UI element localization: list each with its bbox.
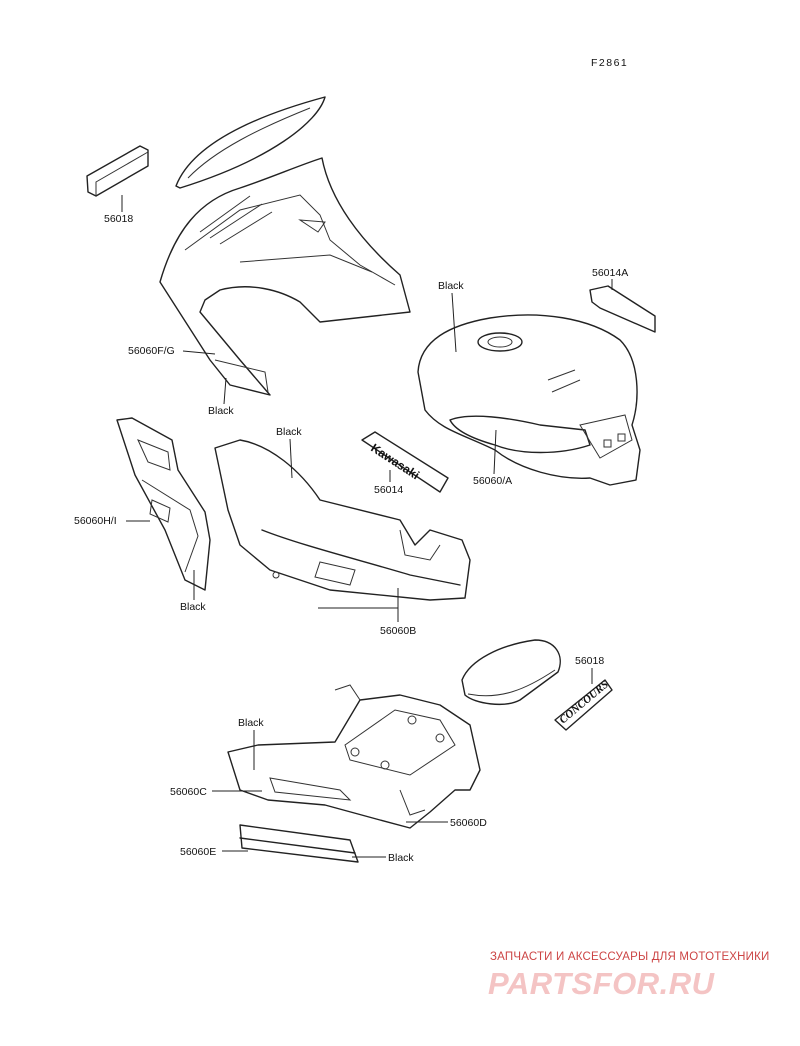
watermark-logo: PARTSFOR.RU <box>488 966 715 1001</box>
label-black-strip: Black <box>388 852 414 864</box>
label-56014: 56014 <box>374 484 403 496</box>
label-56060C: 56060C <box>170 786 207 798</box>
windshield <box>175 96 326 189</box>
strip-56060E <box>239 824 359 863</box>
decal-56018-top <box>86 145 149 197</box>
label-black-lowerL: Black <box>180 601 206 613</box>
label-56060B: 56060B <box>380 625 416 637</box>
side-panel-left <box>116 417 211 591</box>
watermark-tagline: ЗАПЧАСТИ И АКСЕССУАРЫ ДЛЯ МОТОТЕХНИКИ <box>490 951 770 963</box>
kawasaki-decal: Kawasaki <box>361 431 449 493</box>
concours-decal-text: CONCOURS <box>557 679 611 727</box>
side-cover-56060B <box>214 439 471 601</box>
label-56060D: 56060D <box>450 817 487 829</box>
label-black-side: Black <box>276 426 302 438</box>
upper-cowling <box>159 157 411 396</box>
tail-cowl <box>227 684 481 829</box>
kawasaki-decal-text: Kawasaki <box>368 441 422 483</box>
label-56018-bottom: 56018 <box>575 655 604 667</box>
label-56060A: 56060/A <box>473 475 512 487</box>
decal-56014A-strip <box>589 285 656 333</box>
label-black-cowl: Black <box>208 405 234 417</box>
label-56014A: 56014A <box>592 267 628 279</box>
label-black-tail: Black <box>238 717 264 729</box>
label-56018-top: 56018 <box>104 213 133 225</box>
figure-code: F2861 <box>591 57 629 69</box>
label-56060E: 56060E <box>180 846 216 858</box>
label-56060FG: 56060F/G <box>128 345 175 357</box>
seat-cover <box>461 639 561 706</box>
fuel-tank <box>417 314 641 486</box>
concours-decal: CONCOURS <box>554 679 613 731</box>
label-black-tank: Black <box>438 280 464 292</box>
label-56060HI: 56060H/I <box>74 515 117 527</box>
